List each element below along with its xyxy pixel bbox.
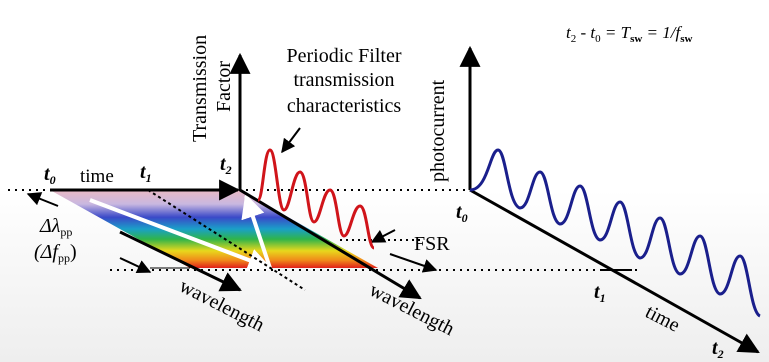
- photocurrent-curve: [469, 148, 762, 318]
- sweep-period-formula: t2 - t0 = Tsw = 1/fsw: [566, 23, 692, 45]
- fsr-arrow-top: [370, 229, 396, 243]
- filter-transmission-curve: [256, 148, 376, 250]
- fsr-label: FSR: [414, 233, 450, 255]
- delta-lambda-arrow-bottom: [119, 257, 152, 274]
- sweep-arrow-1: [89, 198, 273, 272]
- photocurrent-axis-label: photocurrent: [427, 79, 449, 182]
- t0-label: t0: [44, 163, 56, 187]
- sweep-diagonal: [147, 189, 306, 291]
- delta-lambda-arrow-top: [26, 192, 59, 207]
- t2-label: t2: [220, 153, 232, 177]
- wavelength-label-right: wavelength: [366, 279, 458, 340]
- transmission-axis-label: Transmission: [189, 35, 211, 142]
- t1-label: t1: [140, 161, 152, 185]
- filter-caption-line1: Periodic Filter: [287, 45, 402, 67]
- pc-t1-label: t1: [594, 281, 606, 305]
- filter-callout-arrow: [281, 127, 301, 154]
- spectrum-parallelogram: [50, 190, 378, 268]
- time-label: time: [80, 166, 114, 187]
- fsr-arrow-bottom: [389, 253, 438, 273]
- pc-t0-label: t0: [456, 201, 468, 225]
- factor-axis-label: Factor: [213, 61, 235, 112]
- sweep-arrow-2: [241, 193, 272, 269]
- wavelength-axis-right: [239, 188, 422, 300]
- delta-f-label: (Δfpp): [34, 241, 77, 265]
- filter-caption-line3: characteristics: [287, 95, 402, 117]
- wavelength-axis-left: [119, 230, 242, 292]
- delta-lambda-label: Δλpp: [39, 215, 72, 239]
- wavelength-label-left: wavelength: [176, 275, 268, 336]
- filter-caption-line2: transmission: [293, 69, 394, 91]
- pc-t2-label: t2: [712, 337, 724, 361]
